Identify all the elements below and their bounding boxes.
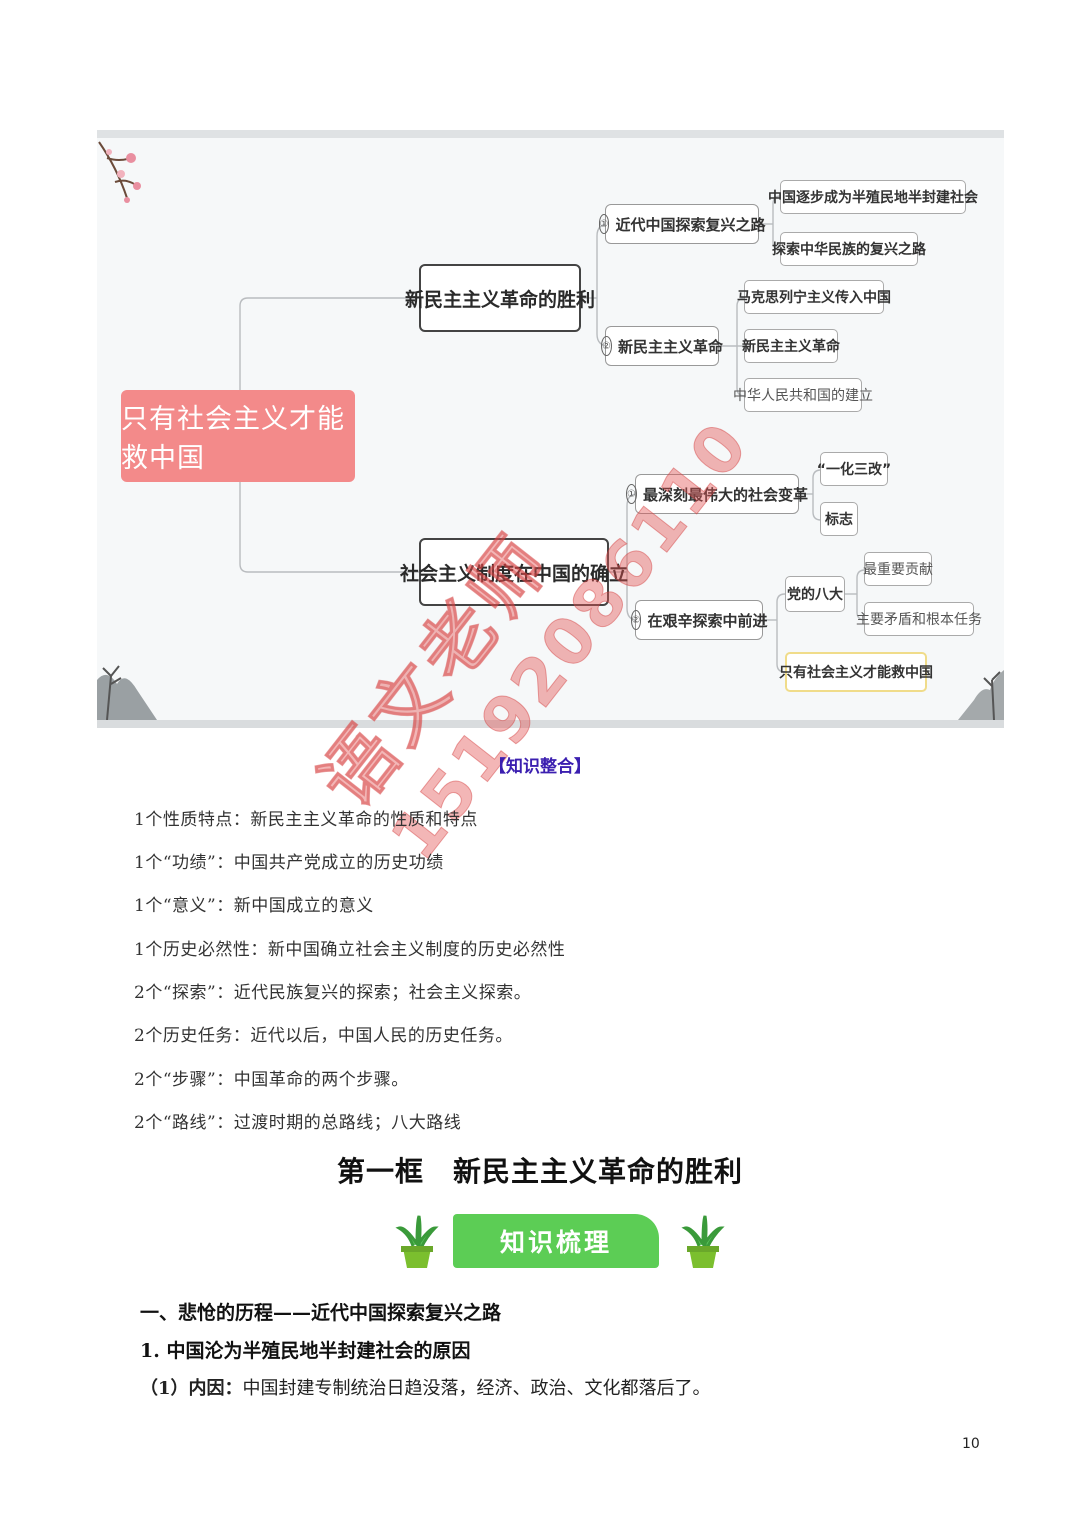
plum-blossom-decoration — [98, 141, 141, 203]
knowledge-review-banner: 知识梳理 — [395, 1210, 725, 1274]
number-badge-icon: ① — [598, 214, 610, 234]
potted-plant-left-icon — [395, 1215, 439, 1268]
mind-map-leaf-revival-path: 探索中华民族的复兴之路 — [772, 232, 926, 266]
mind-map-branch-socialist-system: 社会主义制度在中国的确立 — [400, 538, 628, 606]
number-badge-icon: ① — [626, 484, 637, 504]
section-title: 第一框 新民主主义革命的胜利 — [336, 1155, 743, 1188]
summary-line: 1个“功绩”：中国共产党成立的历史功绩 — [134, 853, 444, 873]
mind-map-leaf-semi-colonial: 中国逐步成为半殖民地半封建社会 — [768, 180, 978, 214]
summary-line: 2个“步骤”：中国革命的两个步骤。 — [134, 1070, 409, 1090]
mind-map-root-node: 只有社会主义才能救中国 — [121, 390, 355, 482]
mind-map-branch-new-democratic-revolution: 新民主主义革命的胜利 — [405, 264, 595, 332]
summary-line: 1个历史必然性：新中国确立社会主义制度的历史必然性 — [134, 940, 566, 960]
summary-line: 2个历史任务：近代以后，中国人民的历史任务。 — [134, 1026, 513, 1046]
mind-map-node-modern-exploration: ① 近代中国探索复兴之路 — [598, 204, 766, 244]
ink-landscape-left-decoration — [97, 665, 157, 720]
outline-heading-level2: 1. 中国沦为半殖民地半封建社会的原因 — [140, 1340, 471, 1362]
outline-heading-level1: 一、悲怆的历程——近代中国探索复兴之路 — [140, 1302, 502, 1324]
potted-plant-right-icon — [681, 1215, 725, 1268]
mind-map-leaf-one-transformation-three-reforms: “一化三改” — [817, 452, 891, 486]
summary-line: 1个性质特点：新民主主义革命的性质和特点 — [134, 810, 478, 830]
mind-map-leaf-revolution: 新民主主义革命 — [742, 329, 840, 363]
mind-map-node-eighth-congress: 党的八大 — [785, 576, 845, 612]
mind-map-leaf-marxism: 马克思列宁主义传入中国 — [737, 280, 891, 314]
outline-point-text: 中国封建专制统治日趋没落，经济、政治、文化都落后了。 — [242, 1378, 711, 1399]
mind-map-node-social-transformation: ① 最深刻最伟大的社会变革 — [626, 474, 808, 514]
banner-label: 知识梳理 — [453, 1214, 659, 1268]
page-number: 10 — [962, 1436, 980, 1452]
outline-point-label: （1）内因： — [140, 1378, 243, 1399]
node-label: 最深刻最伟大的社会变革 — [642, 485, 808, 504]
mind-map-leaf-only-socialism: 只有社会主义才能救中国 — [779, 652, 933, 692]
outline-point: （1）内因：中国封建专制统治日趋没落，经济、政治、文化都落后了。 — [140, 1374, 711, 1400]
node-label: 在艰辛探索中前进 — [647, 611, 768, 630]
number-badge-icon: ② — [630, 610, 642, 630]
mind-map-leaf-symbol: 标志 — [820, 502, 858, 536]
mind-map-leaf-prc-founding: 中华人民共和国的建立 — [733, 378, 873, 412]
node-label: 新民主主义革命 — [617, 337, 723, 356]
summary-line: 2个“探索”：近代民族复兴的探索；社会主义探索。 — [134, 983, 532, 1003]
mind-map-node-arduous-exploration: ② 在艰辛探索中前进 — [630, 600, 768, 640]
mind-map-node-new-democratic-revolution: ② 新民主主义革命 — [601, 326, 723, 366]
summary-line: 1个“意义”：新中国成立的意义 — [134, 896, 374, 916]
number-badge-icon: ② — [601, 336, 612, 356]
mind-map-leaf-main-contradiction: 主要矛盾和根本任务 — [856, 602, 982, 636]
knowledge-integration-heading: 【知识整合】 — [489, 757, 591, 777]
ink-landscape-right-decoration — [958, 670, 1004, 720]
mind-map-figure: 只有社会主义才能救中国 新民主主义革命的胜利 ① 近代中国探索复兴之路 中国逐步… — [97, 130, 1004, 728]
mind-map-leaf-most-important-contribution: 最重要贡献 — [863, 552, 933, 586]
summary-line: 2个“路线”：过渡时期的总路线；八大路线 — [134, 1113, 462, 1133]
node-label: 近代中国探索复兴之路 — [615, 215, 766, 234]
